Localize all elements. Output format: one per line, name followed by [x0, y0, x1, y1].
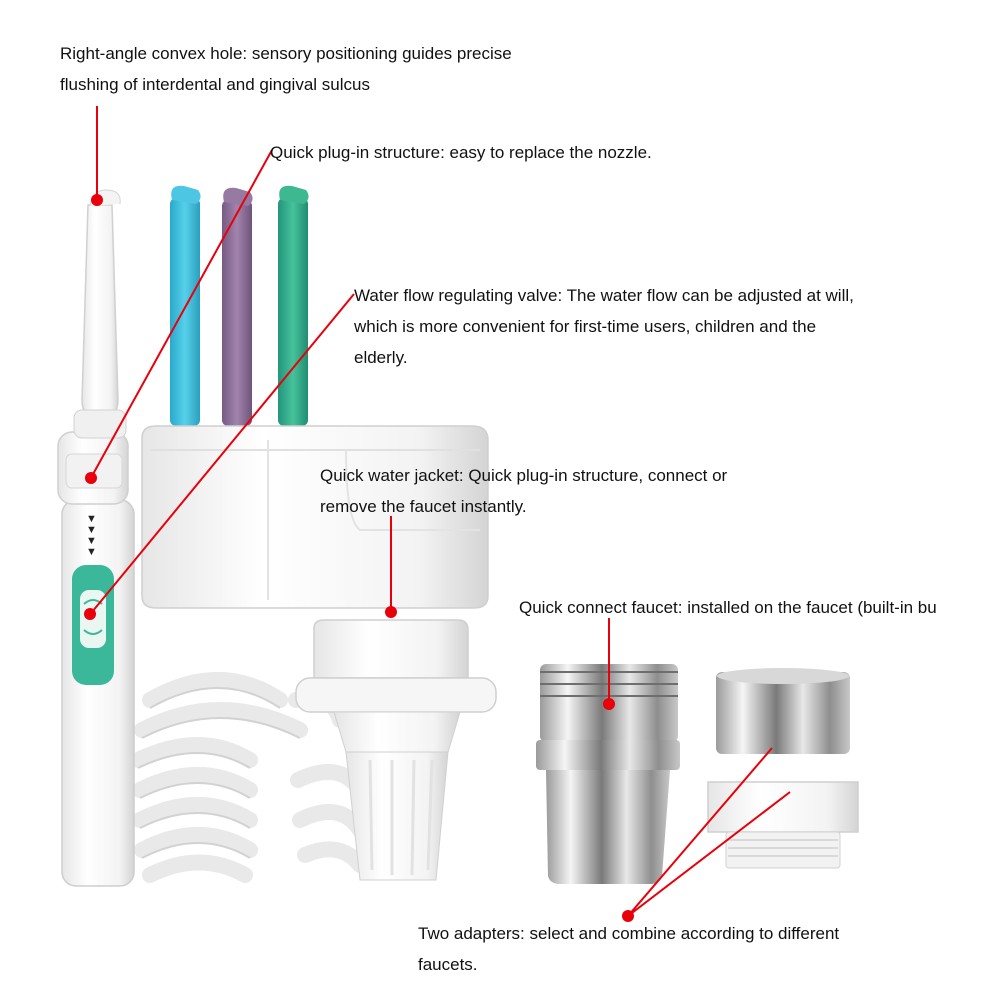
annotation-text: Quick connect faucet: installed on the f… [519, 598, 937, 617]
annotation-plug-in: Quick plug-in structure: easy to replace… [270, 137, 652, 168]
callout-dots [84, 194, 634, 922]
nozzle-blue [170, 185, 201, 426]
water-jacket [295, 619, 497, 881]
annotation-faucet: Quick connect faucet: installed on the f… [519, 592, 937, 623]
annotation-text: Quick water jacket: Quick plug-in struct… [320, 466, 728, 485]
annotation-text: flushing of interdental and gingival sul… [60, 75, 370, 94]
annotation-water-jacket: Quick water jacket: Quick plug-in struct… [320, 460, 727, 522]
annotation-text: faucets. [418, 955, 478, 974]
annotation-valve: Water flow regulating valve: The water f… [354, 280, 854, 373]
annotation-text: Quick plug-in structure: easy to replace… [270, 143, 652, 162]
annotation-text: which is more convenient for first-time … [354, 317, 817, 336]
adapter-top [716, 668, 850, 754]
handle-arrows: ▼▼▼▼ [86, 513, 97, 558]
annotation-text: elderly. [354, 348, 408, 367]
annotation-convex-hole: Right-angle convex hole: sensory positio… [60, 38, 512, 100]
faucet-connector [536, 664, 680, 884]
nozzle-green [278, 185, 309, 426]
annotation-adapters: Two adapters: select and combine accordi… [418, 918, 839, 980]
nozzle-white [73, 189, 127, 439]
annotation-text: Two adapters: select and combine accordi… [418, 924, 840, 943]
annotation-text: remove the faucet instantly. [320, 497, 527, 516]
nozzle-purple [222, 187, 253, 426]
handle [57, 431, 135, 887]
callout-lines [91, 106, 791, 917]
annotation-text: Water flow regulating valve: The water f… [354, 286, 854, 305]
adapter-bottom [707, 781, 859, 869]
nozzle-holder [141, 425, 489, 609]
annotation-text: Right-angle convex hole: sensory positio… [60, 44, 512, 63]
